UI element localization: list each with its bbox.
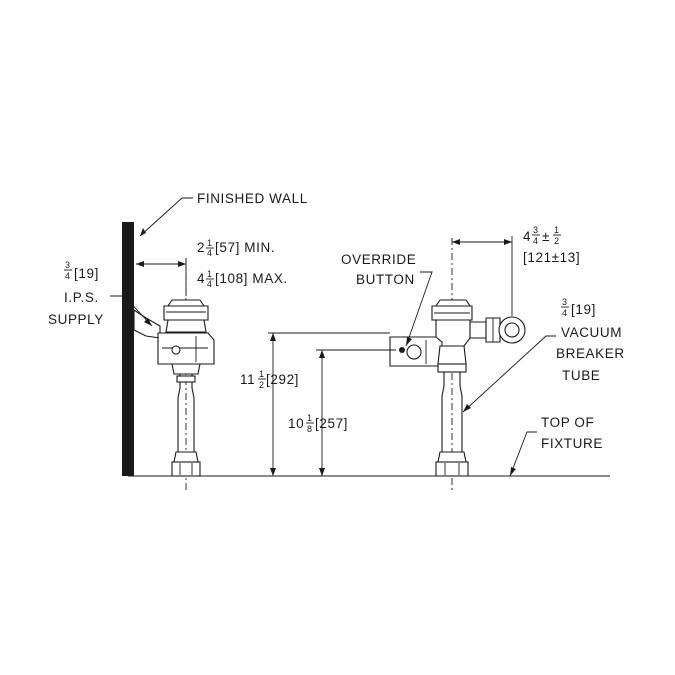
supply-stop xyxy=(133,308,161,339)
left-cap-top xyxy=(166,299,206,307)
max-whole: 4 xyxy=(197,271,205,286)
width-num: 3 xyxy=(533,225,538,235)
h1-den: 2 xyxy=(259,380,264,390)
right-cap-top xyxy=(434,299,472,307)
max-dimension-label: [108] MAX. xyxy=(215,271,288,286)
supply-leader xyxy=(110,295,153,327)
finished-wall-arrow xyxy=(140,228,146,236)
h2-num: 1 xyxy=(307,413,312,423)
finished-wall xyxy=(122,222,134,476)
ips-label: I.P.S. xyxy=(64,290,99,305)
vb-num: 3 xyxy=(562,297,567,307)
left-sensor-housing xyxy=(157,332,215,365)
vacuum-label: VACUUM xyxy=(561,325,622,340)
ips-size-label: [19] xyxy=(74,266,99,281)
override-label-line1: OVERRIDE xyxy=(341,252,416,267)
vb-den: 4 xyxy=(562,308,567,318)
width-metric-label: [121±13] xyxy=(523,250,580,265)
ips-den: 4 xyxy=(65,271,70,281)
max-num: 1 xyxy=(207,269,212,279)
left-sensor-eye xyxy=(171,345,181,355)
vb-size-label: [19] xyxy=(571,302,596,317)
left-flush-valve xyxy=(133,258,215,490)
left-body-upper xyxy=(165,319,207,333)
left-cap xyxy=(163,305,209,321)
width-whole: 4 xyxy=(523,229,531,244)
h2-whole: 10 xyxy=(288,416,304,431)
override-leader xyxy=(405,271,433,347)
right-spud-coupling xyxy=(435,461,469,477)
h2-den: 8 xyxy=(307,424,312,434)
min-dimension-label: [57] MIN. xyxy=(215,240,275,255)
tube-label: TUBE xyxy=(562,368,600,383)
top-of-label: TOP OF xyxy=(541,415,594,430)
h1-whole: 11 xyxy=(240,372,255,387)
override-label-line2: BUTTON xyxy=(356,272,415,287)
fixture-label: FIXTURE xyxy=(541,436,603,451)
override-button[interactable] xyxy=(406,344,422,360)
finished-wall-leader xyxy=(139,197,193,237)
width-plus-minus: ± xyxy=(542,229,550,244)
h1-metric-label: [292] xyxy=(266,372,299,387)
h1-num: 1 xyxy=(259,369,264,379)
ips-num: 3 xyxy=(65,260,70,270)
breaker-label: BREAKER xyxy=(556,346,625,361)
min-num: 1 xyxy=(207,238,212,248)
finished-wall-label: FINISHED WALL xyxy=(197,191,308,206)
h2-metric-label: [257] xyxy=(315,416,348,431)
min-den: 4 xyxy=(207,248,212,258)
top-of-fixture-leader xyxy=(509,431,537,477)
supply-label: SUPPLY xyxy=(48,312,104,327)
min-whole: 2 xyxy=(197,240,205,255)
left-spud-coupling xyxy=(171,461,201,477)
right-flush-valve xyxy=(389,238,526,490)
vacuum-breaker-leader xyxy=(462,335,556,413)
max-den: 4 xyxy=(207,279,212,289)
width-tol-num: 1 xyxy=(554,225,559,235)
width-tol-den: 2 xyxy=(554,236,559,246)
override-indicator xyxy=(399,347,405,353)
width-den: 4 xyxy=(533,236,538,246)
